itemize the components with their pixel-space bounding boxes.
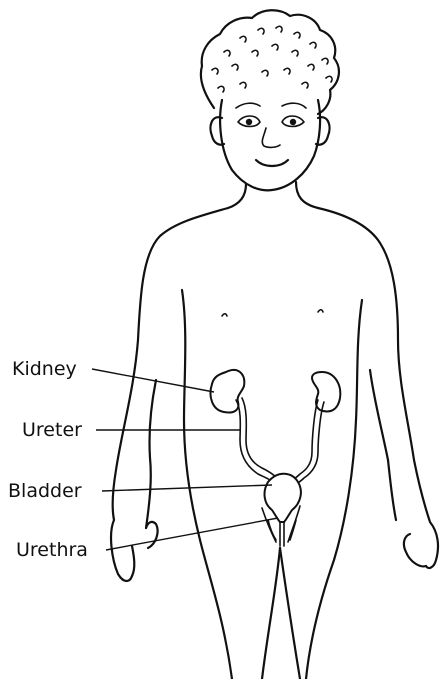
right-eyebrow — [282, 103, 306, 108]
mouth — [256, 160, 288, 166]
ureter-label: Ureter — [22, 421, 82, 440]
urethra-leader — [106, 518, 278, 550]
left-nipple — [222, 314, 227, 316]
right-arm-inner — [370, 370, 388, 460]
right-nipple — [318, 310, 323, 312]
left-kidney — [211, 370, 245, 413]
right-ureter-inner — [294, 402, 324, 486]
left-hand — [132, 522, 158, 576]
right-ureter — [290, 400, 318, 484]
right-hand — [388, 460, 426, 566]
hair-curls — [212, 26, 332, 92]
leg-split-left — [262, 548, 280, 679]
left-ureter-inner — [242, 398, 278, 480]
torso-right — [306, 300, 362, 679]
hair — [201, 10, 339, 114]
bladder-label: Bladder — [8, 482, 82, 501]
torso-left — [182, 290, 232, 679]
left-arm-inner — [146, 380, 156, 528]
urethra-label: Urethra — [16, 541, 88, 560]
kidney-leader — [92, 369, 214, 392]
bladder — [265, 474, 301, 522]
neck — [228, 182, 318, 208]
leg-split-right — [280, 548, 300, 679]
bladder-leader — [102, 485, 272, 491]
left-eyebrow — [236, 103, 260, 108]
face-outline — [220, 100, 320, 190]
urethra — [280, 522, 284, 546]
nose — [262, 128, 280, 147]
kidney-label: Kidney — [12, 360, 77, 379]
